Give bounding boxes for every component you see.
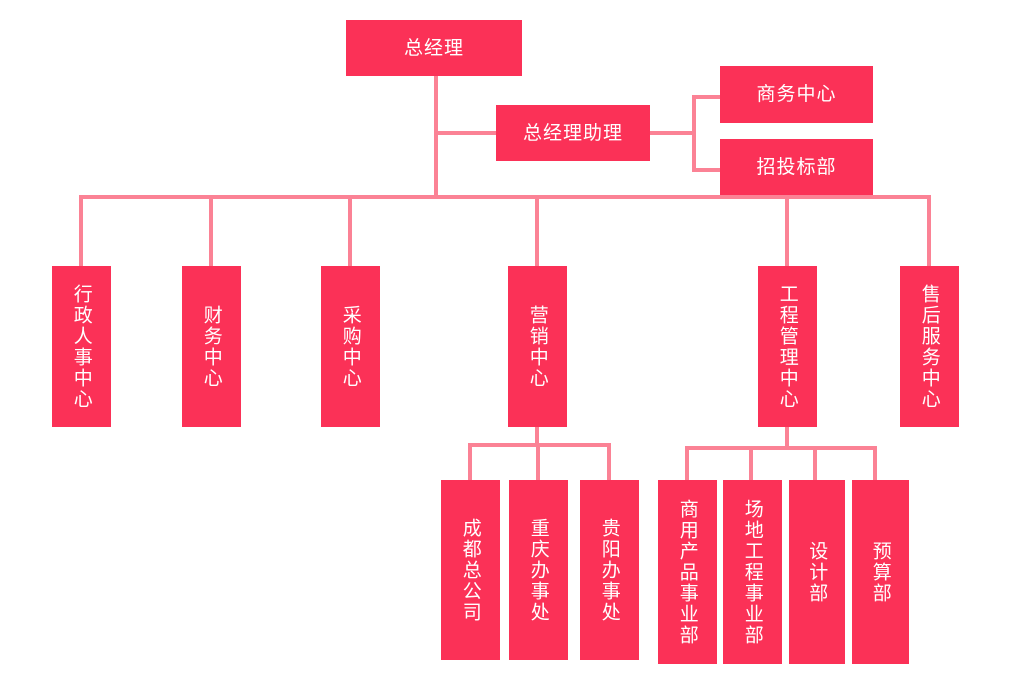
node-label-admin-hr-center: 行政人事中心 bbox=[70, 283, 93, 410]
node-label-commercial-products-div: 商用产品事业部 bbox=[676, 498, 699, 646]
node-design-dept[interactable]: 设计部 bbox=[789, 480, 845, 664]
node-admin-hr-center[interactable]: 行政人事中心 bbox=[52, 266, 111, 427]
connector-drop-chengdu bbox=[468, 443, 472, 481]
node-budget-dept[interactable]: 预算部 bbox=[852, 480, 909, 664]
node-label-guiyang-office: 贵阳办事处 bbox=[598, 517, 621, 623]
connector-drop-budget bbox=[873, 446, 877, 482]
node-label-business-center: 商务中心 bbox=[756, 83, 837, 106]
node-business-center[interactable]: 商务中心 bbox=[720, 66, 873, 123]
connector-assistant-bracket bbox=[692, 95, 696, 172]
node-label-budget-dept: 预算部 bbox=[869, 540, 892, 604]
node-label-general-manager: 总经理 bbox=[403, 36, 464, 59]
connector-drop-procurement bbox=[348, 195, 352, 268]
connector-engineering-stem bbox=[785, 427, 789, 449]
node-label-design-dept: 设计部 bbox=[806, 540, 829, 604]
node-label-finance-center: 财务中心 bbox=[200, 304, 223, 389]
node-chengdu-hq[interactable]: 成都总公司 bbox=[441, 480, 500, 660]
connector-drop-site-engineering bbox=[749, 446, 753, 482]
node-engineering-mgmt-center[interactable]: 工程管理中心 bbox=[758, 266, 817, 427]
node-marketing-center[interactable]: 营销中心 bbox=[508, 266, 567, 427]
connector-gm-stem bbox=[434, 74, 438, 198]
connector-assistant-lead bbox=[649, 131, 696, 135]
node-label-gm-assistant: 总经理助理 bbox=[522, 121, 623, 144]
connector-drop-finance bbox=[209, 195, 213, 268]
node-finance-center[interactable]: 财务中心 bbox=[182, 266, 241, 427]
node-procurement-center[interactable]: 采购中心 bbox=[321, 266, 380, 427]
node-label-bidding-dept: 招投标部 bbox=[756, 155, 837, 178]
connector-to-bidding-dept bbox=[692, 168, 722, 172]
node-label-site-engineering-div: 场地工程事业部 bbox=[741, 498, 764, 646]
connector-drop-admin-hr bbox=[79, 195, 83, 268]
node-label-marketing-center: 营销中心 bbox=[526, 304, 549, 389]
node-label-chengdu-hq: 成都总公司 bbox=[459, 517, 482, 623]
node-label-engineering-mgmt-center: 工程管理中心 bbox=[776, 283, 799, 410]
connector-drop-commercial-products bbox=[685, 446, 689, 482]
node-gm-assistant[interactable]: 总经理助理 bbox=[496, 105, 650, 161]
connector-drop-design bbox=[813, 446, 817, 482]
node-site-engineering-div[interactable]: 场地工程事业部 bbox=[723, 480, 782, 664]
connector-drop-engineering bbox=[785, 195, 789, 268]
connector-drop-marketing bbox=[535, 195, 539, 268]
connector-to-business-center bbox=[692, 95, 722, 99]
connector-main-bus bbox=[79, 195, 931, 199]
connector-gm-to-assistant bbox=[434, 131, 499, 135]
node-label-after-sales-center: 售后服务中心 bbox=[918, 283, 941, 410]
connector-marketing-stem bbox=[535, 427, 539, 447]
node-after-sales-center[interactable]: 售后服务中心 bbox=[900, 266, 959, 427]
connector-drop-chongqing bbox=[536, 443, 540, 481]
node-chongqing-office[interactable]: 重庆办事处 bbox=[509, 480, 568, 660]
node-commercial-products-div[interactable]: 商用产品事业部 bbox=[658, 480, 717, 664]
connector-drop-guiyang bbox=[607, 443, 611, 481]
node-general-manager[interactable]: 总经理 bbox=[346, 20, 522, 76]
node-label-procurement-center: 采购中心 bbox=[339, 304, 362, 389]
node-bidding-dept[interactable]: 招投标部 bbox=[720, 139, 873, 195]
connector-drop-after-sales bbox=[927, 195, 931, 268]
node-guiyang-office[interactable]: 贵阳办事处 bbox=[580, 480, 639, 660]
node-label-chongqing-office: 重庆办事处 bbox=[527, 517, 550, 623]
connector-engineering-bus bbox=[685, 446, 877, 450]
